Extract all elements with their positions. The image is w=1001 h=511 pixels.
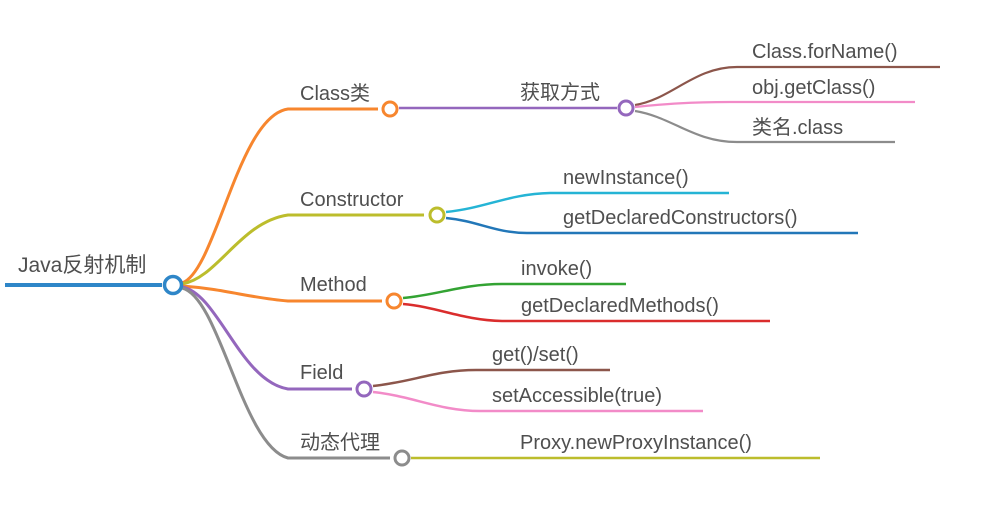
edge-get-set [372, 368, 610, 388]
edge-constructor [181, 213, 424, 286]
edge-classname-class [634, 109, 895, 144]
node-field[interactable]: Field [300, 362, 344, 384]
node-root[interactable]: Java反射机制 [18, 254, 147, 277]
node-getdeclaredmethods[interactable]: getDeclaredMethods() [521, 295, 719, 317]
node-proxy-newproxyinstance[interactable]: Proxy.newProxyInstance() [520, 432, 752, 454]
node-acquisition-method[interactable]: 获取方式 [520, 82, 600, 104]
field-node-circle[interactable] [355, 380, 373, 398]
edge-class [181, 107, 378, 285]
edge-obj-getclass [634, 100, 915, 109]
class-node-circle[interactable] [381, 100, 399, 118]
node-classname-class[interactable]: 类名.class [752, 117, 844, 139]
node-newinstance[interactable]: newInstance() [563, 167, 689, 189]
node-class-forname[interactable]: Class.forName() [752, 41, 898, 63]
node-constructor[interactable]: Constructor [300, 189, 404, 211]
node-class[interactable]: Class类 [300, 83, 371, 105]
edge-invoke [402, 282, 626, 300]
node-invoke[interactable]: invoke() [521, 258, 593, 280]
dynamic-proxy-node-circle[interactable] [393, 449, 411, 467]
node-get-set[interactable]: get()/set() [492, 344, 579, 366]
edge-class-forname [634, 65, 940, 107]
node-obj-getclass[interactable]: obj.getClass() [752, 77, 876, 99]
edge-dynamic-proxy [181, 286, 390, 460]
edge-getdeclaredmethods [402, 302, 770, 323]
node-method[interactable]: Method [300, 274, 367, 296]
edge-method [181, 284, 382, 303]
node-setaccessible[interactable]: setAccessible(true) [492, 385, 663, 407]
edge-setaccessible [372, 390, 703, 413]
edge-field [181, 285, 352, 391]
root-node-circle[interactable] [162, 274, 184, 296]
acquisition-method-node-circle[interactable] [617, 99, 635, 117]
method-node-circle[interactable] [385, 292, 403, 310]
node-dynamic-proxy[interactable]: 动态代理 [300, 432, 380, 454]
edge-newinstance [445, 191, 729, 214]
node-getdeclaredconstructors[interactable]: getDeclaredConstructors() [563, 207, 798, 229]
edge-getdeclaredconstructors [445, 216, 858, 235]
constructor-node-circle[interactable] [428, 206, 446, 224]
